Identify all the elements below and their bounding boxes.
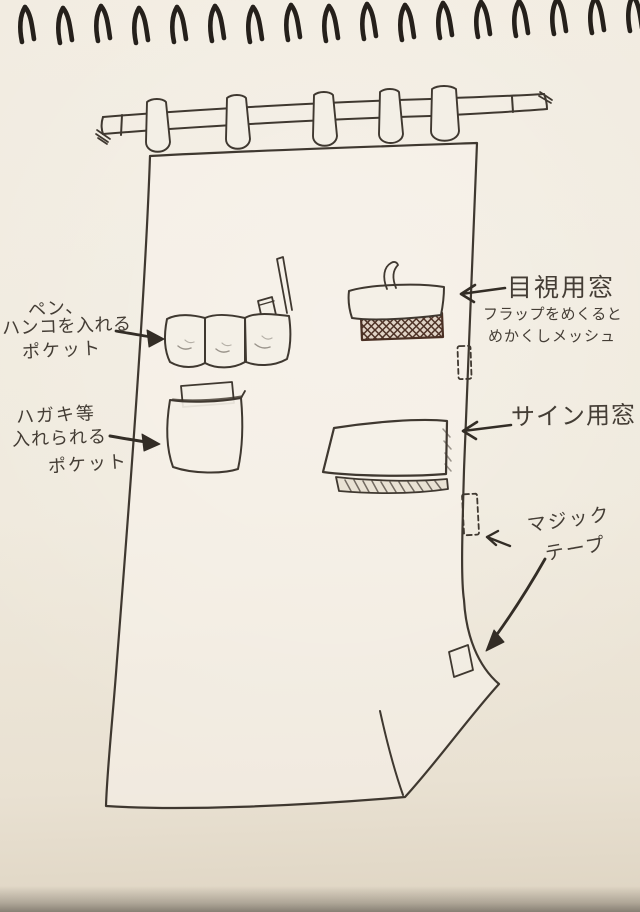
label-postcard-pocket-line1: ハガキ等 — [15, 402, 97, 429]
pen-icon — [276, 256, 293, 314]
velcro-patch-bottom — [461, 492, 480, 537]
arrow-velcro-corner — [485, 557, 547, 652]
label-postcard-pocket-line2: 入れられる — [11, 426, 108, 451]
label-viewing-window-title: 目視用窓 — [507, 273, 616, 302]
sign-flap — [321, 418, 449, 477]
rod-right-hatch — [538, 91, 553, 104]
arrow-viewing-window — [459, 283, 507, 304]
window-flap — [347, 283, 445, 321]
label-sign-window-title: サイン用窓 — [510, 400, 637, 432]
curl-fold-line — [379, 710, 404, 796]
pen-pocket-sketch — [164, 256, 293, 369]
arrow-pen-pocket — [114, 329, 165, 348]
viewing-window-sketch — [347, 261, 445, 342]
curl-velcro-patch — [448, 644, 474, 678]
velcro-patch-top — [456, 344, 473, 381]
label-viewing-window-note1: フラップをめくると — [483, 305, 623, 323]
postcard-pocket-sketch — [166, 381, 246, 474]
annotation-arrows — [108, 283, 547, 652]
sign-window-sketch — [321, 418, 452, 494]
arrow-velcro-patch — [485, 529, 512, 548]
arrow-sign-window — [461, 420, 513, 441]
rod-loops — [145, 85, 460, 153]
velcro-dashed-patches — [456, 344, 480, 537]
spiral-binding-icon — [20, 0, 640, 43]
label-pen-pocket-line2: ハンコを入れる — [1, 313, 132, 340]
flap-tab — [383, 261, 399, 290]
label-viewing-window-note2: めかくしメッシュ — [488, 327, 617, 345]
arrow-postcard-pocket — [108, 433, 161, 452]
rod-left-hatch — [95, 129, 111, 145]
label-pen-pocket-line3: ポケット — [21, 337, 103, 364]
